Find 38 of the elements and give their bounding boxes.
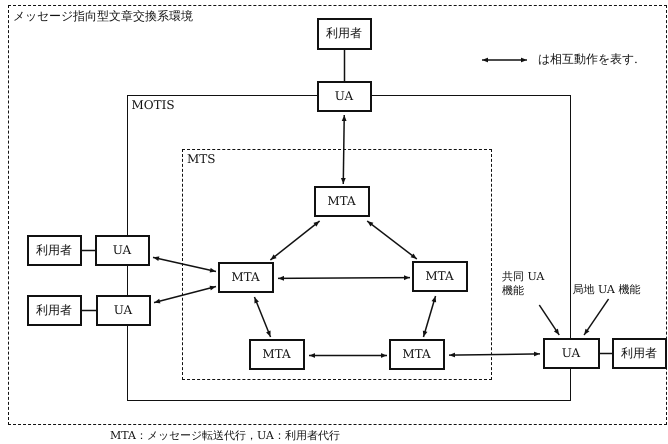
connector-line [82, 310, 96, 312]
component-box: MTA [412, 260, 468, 292]
component-box: UA [94, 234, 150, 266]
legend-text: は相互動作を表す. [538, 51, 638, 68]
component-box: UA [96, 294, 150, 326]
group-title: MOTIS [132, 98, 175, 112]
interaction-arrow [278, 275, 410, 281]
interaction-arrow [254, 296, 272, 338]
connector-line [344, 50, 346, 81]
connector-line [600, 352, 612, 354]
interaction-arrow [366, 220, 418, 260]
leader-arrow [538, 304, 560, 336]
interaction-arrow [340, 114, 347, 184]
component-box: 利用者 [612, 338, 666, 368]
annotation-text: 共同 UA機能 [502, 270, 552, 304]
component-box: MTA [248, 338, 304, 370]
group-title: MTS [187, 152, 216, 166]
mts-boundary [182, 149, 492, 380]
interaction-arrow [422, 296, 436, 338]
component-box: 利用者 [26, 234, 82, 266]
component-box: UA [542, 338, 600, 368]
interaction-arrow [154, 286, 216, 304]
interaction-arrow [270, 220, 320, 261]
leader-arrow [583, 298, 610, 336]
component-box: MTA [218, 262, 274, 292]
group-title: メッセージ指向型文章交換系環境 [13, 8, 193, 25]
component-box: UA [316, 80, 372, 112]
caption: MTA：メッセージ転送代行，UA：利用者代行 [110, 428, 340, 443]
connector-line [82, 250, 95, 252]
interaction-arrow [448, 352, 540, 358]
annotation-text: 局地 UA 機能 [572, 282, 654, 298]
component-box: 利用者 [316, 18, 372, 50]
component-box: MTA [314, 186, 370, 216]
component-box: 利用者 [26, 294, 82, 326]
environment-boundary [8, 5, 667, 425]
interaction-arrow [152, 256, 216, 273]
interaction-arrow [309, 353, 387, 358]
component-box: MTA [388, 338, 444, 370]
